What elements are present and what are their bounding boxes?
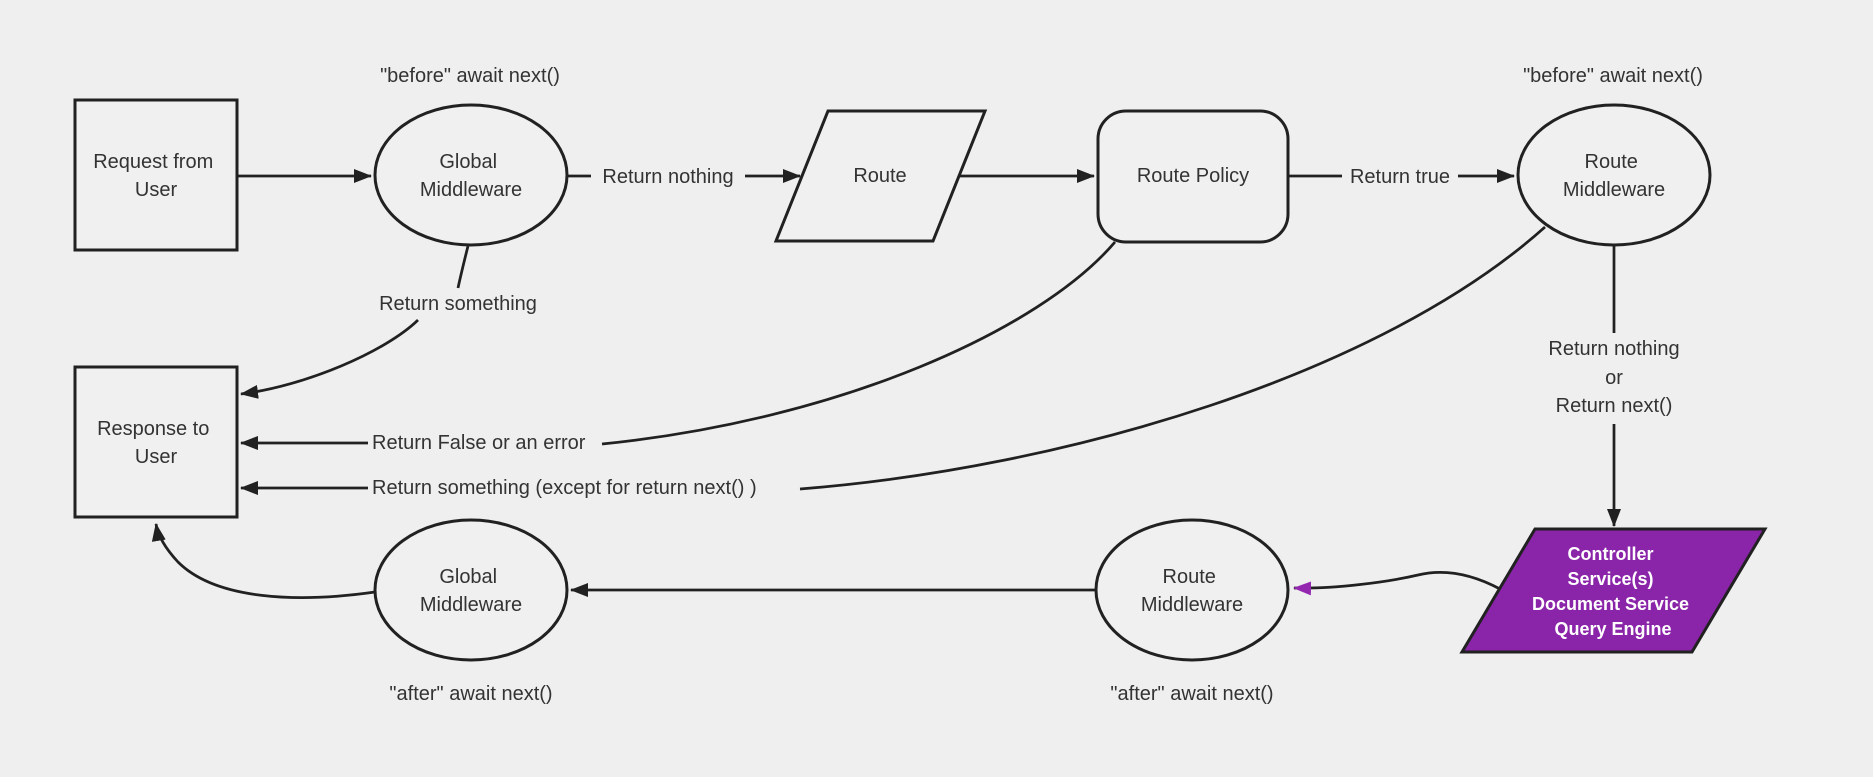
global-middleware-top-ellipse [373, 103, 569, 247]
controller-parallelogram [1459, 527, 1768, 654]
edge-policy-to-response-curve [601, 241, 1117, 446]
route-middleware-top-label: Route Middleware [1563, 151, 1665, 201]
annotation-after-await-next-left: "after" await next() [389, 683, 552, 705]
edge-label-return-nothing: Return nothing [602, 166, 733, 188]
node-route-middleware-bottom: Route Middleware [1094, 518, 1290, 662]
annotation-before-await-next-left: "before" await next() [380, 65, 560, 87]
edge-label-return-nothing-or-line2: or [1605, 367, 1623, 389]
global-middleware-bottom-ellipse [373, 518, 569, 662]
node-request-from-user: Request from User [73, 98, 239, 252]
response-to-user-box [73, 365, 239, 519]
label-line: Middleware [1141, 594, 1243, 616]
edge-controller-to-route-middleware-bottom [1293, 570, 1501, 596]
annotations: "before" await next() "before" await nex… [380, 65, 1703, 705]
label-line: Request from [93, 151, 213, 173]
node-global-middleware-top: Global Middleware [373, 103, 569, 247]
label-line: Route [1585, 151, 1638, 173]
route-label: Route [853, 165, 906, 187]
route-policy-label: Route Policy [1137, 165, 1249, 187]
label-line: Service(s) [1567, 569, 1653, 589]
route-parallelogram [773, 109, 988, 243]
label-line: Global [439, 151, 497, 173]
label-line: User [135, 446, 178, 468]
node-controller-block: Controller Service(s) Document Service Q… [1459, 527, 1768, 654]
edge-label-return-nothing-or-line1: Return nothing [1548, 338, 1679, 360]
request-from-user-box [73, 98, 239, 252]
edge-label-return-false-or-error: Return False or an error [372, 432, 586, 454]
node-global-middleware-bottom: Global Middleware [373, 518, 569, 662]
label-line: Route [1163, 566, 1216, 588]
label-line: User [135, 179, 178, 201]
label-line: Middleware [420, 594, 522, 616]
label-line: Response to [97, 418, 209, 440]
label-line: Middleware [1563, 179, 1665, 201]
global-middleware-top-label: Global Middleware [420, 151, 522, 201]
label-line: Controller [1567, 544, 1653, 564]
route-policy-box [1096, 109, 1290, 244]
label-line: Document Service [1532, 594, 1689, 614]
annotation-after-await-next-right: "after" await next() [1110, 683, 1273, 705]
edge-global-to-response-segment-a [456, 245, 470, 289]
label-line: Global [439, 566, 497, 588]
label-line: Route [853, 165, 906, 187]
route-middleware-bottom-ellipse [1094, 518, 1290, 662]
edge-route-middleware-to-response-curve [799, 225, 1546, 491]
edge-label-return-something-except: Return something (except for return next… [372, 477, 757, 499]
edges [151, 169, 1621, 599]
label-line: Middleware [420, 179, 522, 201]
response-to-user-label: Response to User [97, 418, 215, 468]
request-from-user-label: Request from User [93, 151, 219, 201]
route-middleware-top-ellipse [1516, 103, 1712, 247]
node-route-middleware-top: Route Middleware [1516, 103, 1712, 247]
node-response-to-user: Response to User [73, 365, 239, 519]
edge-labels: Return nothing Return true Return someth… [372, 166, 1680, 499]
edge-label-return-nothing-or-line3: Return next() [1556, 395, 1673, 417]
label-line: Query Engine [1554, 619, 1671, 639]
annotation-before-await-next-right: "before" await next() [1523, 65, 1703, 87]
edge-global-to-response-segment-b [240, 319, 419, 399]
global-middleware-bottom-label: Global Middleware [420, 566, 522, 616]
edge-global-bottom-to-response [151, 523, 376, 599]
edge-label-return-something: Return something [379, 293, 537, 315]
node-route-policy: Route Policy [1096, 109, 1290, 244]
edge-label-return-true: Return true [1350, 166, 1450, 188]
label-line: Route Policy [1137, 165, 1249, 187]
route-middleware-bottom-label: Route Middleware [1141, 566, 1243, 616]
controller-block-label: Controller Service(s) Document Service Q… [1532, 544, 1694, 639]
node-route: Route [773, 109, 988, 243]
